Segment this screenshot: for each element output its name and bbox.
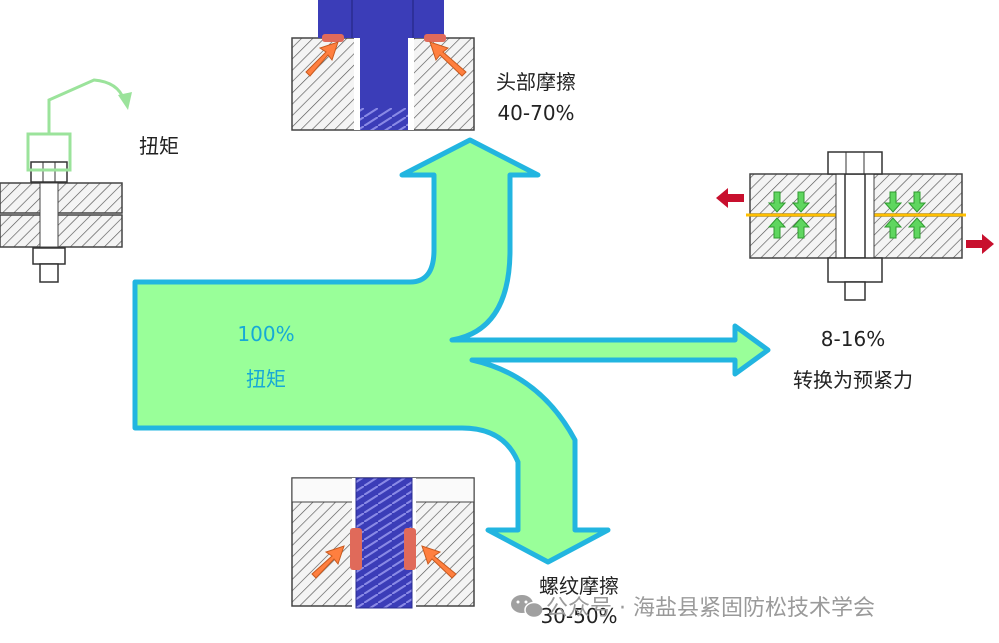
rotation-arrow-icon [118,92,132,110]
torque-input-label: 扭矩 [139,134,179,158]
torque-flow-arrow [132,137,771,565]
wechat-icon [511,595,544,619]
nut [32,247,66,265]
preload-percent: 8-16% [820,327,886,351]
thread-friction-zone-right [404,528,416,570]
torque-input-illustration [0,78,132,283]
clamp-force-arrows-right [883,191,927,239]
preload-title: 转换为预紧力 [793,368,913,392]
force-arrow-icon [305,41,339,77]
center-label: 扭矩 [246,367,286,391]
bolt-thread-blue [360,108,408,130]
watermark-text: 公众号 · 海盐县紧固防松技术学会 [546,596,875,621]
preload-illustration [716,151,994,301]
head-friction-title: 头部摩擦 [496,70,576,94]
nut [827,257,883,283]
bolt-shank-blue [360,38,408,108]
thread-friction-percent: 30-50% [540,604,618,628]
head-friction-illustration [291,0,475,131]
clamped-plate-bottom [0,214,123,248]
shear-arrow-right-icon [966,234,994,254]
clamped-plate-top [0,182,123,214]
head-friction-zone-right [424,34,446,42]
head-friction-zone-left [322,34,344,42]
wrench-socket [26,132,72,172]
force-arrow-icon [429,41,467,77]
bolt-head [30,161,68,183]
shear-arrow-left-icon [716,188,744,208]
bolt-thread-blue [355,477,413,609]
force-arrow-icon [421,545,457,579]
head-friction-percent: 40-70% [497,101,575,125]
thread-friction-zone-left [350,528,362,570]
center-percent: 100% [237,322,295,346]
bolt-head [827,151,883,175]
bolt-head-blue [318,0,444,38]
clamp-force-arrows-left [767,191,811,239]
thread-friction-illustration [291,477,475,609]
thread-friction-title: 螺纹摩擦 [539,574,619,598]
wrench-handle [47,78,126,134]
force-arrow-icon [311,545,345,579]
